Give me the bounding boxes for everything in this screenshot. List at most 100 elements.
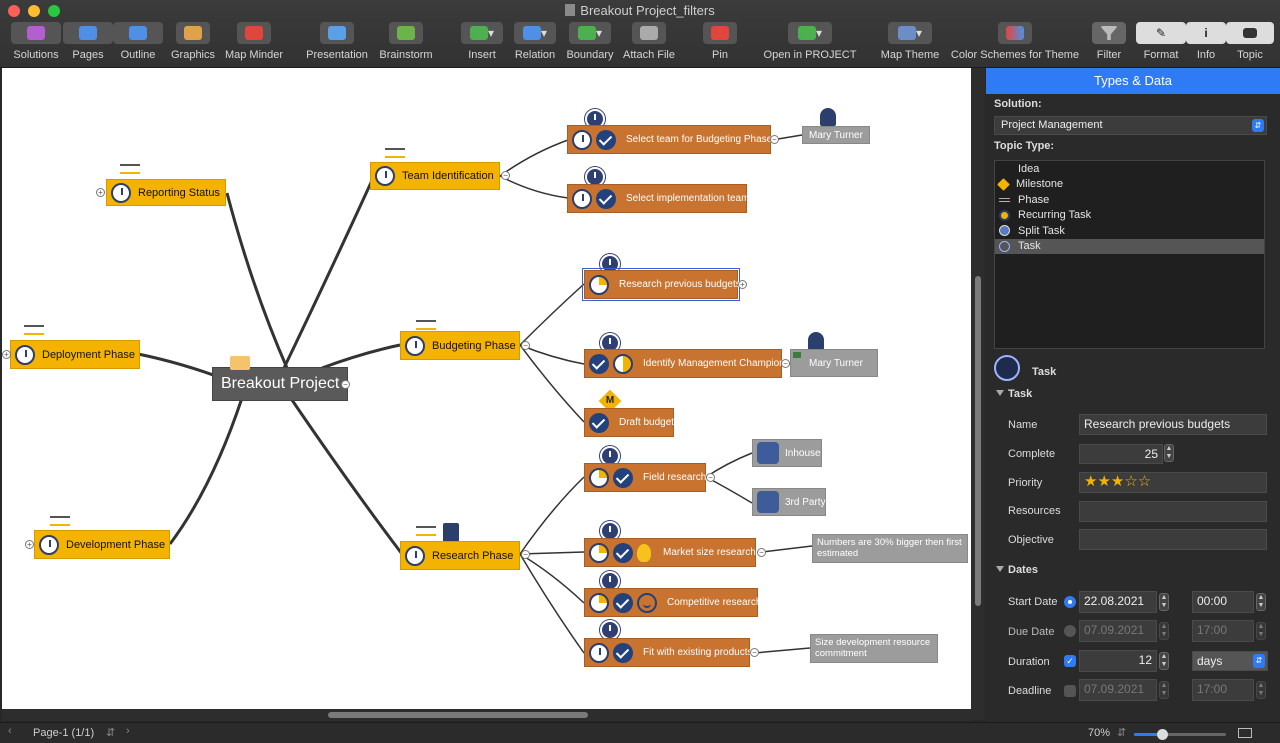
topic-type-task[interactable]: Task — [995, 238, 1264, 254]
deadline-time-stepper[interactable]: ▲▼ — [1256, 681, 1266, 699]
toolbar-format[interactable]: ✎Format — [1135, 22, 1187, 66]
collapse-budgeting-button[interactable]: − — [521, 341, 530, 350]
toolbar-pin[interactable]: Pin — [702, 22, 738, 66]
expand-research-prev-button[interactable]: + — [738, 280, 747, 289]
toolbar-boundary[interactable]: ▾Boundary — [564, 22, 616, 66]
horizontal-scrollbar[interactable] — [2, 709, 971, 721]
collapse-market-size-button[interactable]: − — [757, 548, 766, 557]
zoom-stepper-icon[interactable]: ⇵ — [1117, 727, 1127, 739]
toolbar-brainstorm[interactable]: Brainstorm — [376, 22, 436, 66]
objective-field[interactable] — [1079, 529, 1267, 550]
note-market-size[interactable]: Numbers are 30% bigger then first estima… — [812, 534, 968, 563]
deadline-date-field[interactable]: 07.09.2021 — [1079, 679, 1157, 701]
complete-field[interactable]: 25 — [1079, 444, 1163, 464]
task-section-header[interactable]: Task — [996, 388, 1032, 400]
collapse-research-button[interactable]: − — [521, 550, 530, 559]
due-date-radio[interactable] — [1064, 625, 1076, 637]
start-date-field[interactable]: 22.08.2021 — [1079, 591, 1157, 613]
page-stepper-icon[interactable]: ⇵ — [106, 727, 116, 739]
task-select-implementation-team[interactable]: Select implementation team — [567, 184, 749, 213]
toolbar-insert[interactable]: ▾Insert — [460, 22, 504, 66]
topic-type-phase[interactable]: Phase — [995, 192, 1264, 208]
collapse-budget-team-button[interactable]: − — [770, 135, 779, 144]
duration-checkbox[interactable]: ✓ — [1064, 655, 1076, 667]
vertical-scrollbar[interactable] — [971, 68, 985, 720]
toolbar-pages[interactable]: Pages — [62, 22, 114, 66]
start-date-stepper[interactable]: ▲▼ — [1159, 593, 1169, 611]
topic-research-phase[interactable]: Research Phase — [400, 541, 520, 570]
toolbar-map-theme[interactable]: ▾Map Theme — [878, 22, 942, 66]
close-window-button[interactable] — [8, 5, 20, 17]
task-field-research[interactable]: Field research — [584, 463, 706, 492]
topic-type-idea[interactable]: Idea — [995, 161, 1264, 177]
zoom-fit-icon[interactable] — [1238, 728, 1252, 738]
duration-unit-select[interactable]: days⇵ — [1192, 651, 1268, 671]
deadline-time-field[interactable]: 17:00 — [1192, 679, 1254, 701]
topic-reporting-status[interactable]: Reporting Status — [106, 179, 226, 206]
dates-section-header[interactable]: Dates — [996, 564, 1038, 576]
resource-mary-turner[interactable]: Mary Turner — [802, 126, 870, 144]
horizontal-scroll-thumb[interactable] — [328, 712, 588, 718]
priority-rating[interactable]: ★★★☆☆ — [1079, 472, 1267, 493]
prev-page-icon[interactable]: ‹ — [8, 725, 12, 737]
collapse-champion-button[interactable]: − — [781, 359, 790, 368]
toolbar-graphics[interactable]: Graphics — [168, 22, 218, 66]
task-identify-champion[interactable]: Identify Management Champion — [584, 349, 785, 378]
solution-select[interactable]: Project Management⇵ — [994, 116, 1267, 135]
toolbar-color-schemes[interactable]: Color Schemes for Theme — [946, 22, 1084, 66]
task-market-size-research[interactable]: Market size research — [584, 538, 756, 567]
task-research-previous-budgets[interactable]: Research previous budgets — [582, 268, 741, 301]
due-date-field[interactable]: 07.09.2021 — [1079, 620, 1157, 642]
topic-development-phase[interactable]: Development Phase — [34, 530, 170, 559]
minimize-window-button[interactable] — [28, 5, 40, 17]
resource-mary-turner-2[interactable]: Mary Turner — [790, 349, 878, 377]
toolbar-relation[interactable]: ▾Relation — [512, 22, 558, 66]
deadline-date-stepper[interactable]: ▲▼ — [1159, 681, 1169, 699]
resources-field[interactable] — [1079, 501, 1267, 522]
deadline-checkbox[interactable] — [1064, 685, 1076, 697]
due-time-stepper[interactable]: ▲▼ — [1256, 622, 1266, 640]
vertical-scroll-thumb[interactable] — [975, 276, 981, 606]
topic-budgeting-phase[interactable]: Budgeting Phase — [400, 331, 520, 360]
collapse-field-research-button[interactable]: − — [706, 473, 715, 482]
task-competitive-research[interactable]: Competitive research — [584, 588, 761, 617]
due-date-stepper[interactable]: ▲▼ — [1159, 622, 1169, 640]
task-fit-existing-products[interactable]: Fit with existing products — [584, 638, 753, 667]
expand-deployment-button[interactable]: + — [2, 350, 11, 359]
task-draft-budget[interactable]: Draft budget — [584, 408, 674, 437]
expand-development-button[interactable]: + — [25, 540, 34, 549]
topic-type-list[interactable]: Idea Milestone Phase Recurring Task Spli… — [994, 160, 1265, 349]
start-date-radio[interactable] — [1064, 596, 1076, 608]
zoom-slider[interactable] — [1134, 729, 1226, 740]
subtopic-inhouse[interactable]: Inhouse — [752, 439, 822, 467]
topic-team-identification[interactable]: Team Identification — [370, 162, 500, 190]
complete-stepper[interactable]: ▲▼ — [1164, 444, 1174, 462]
start-time-field[interactable]: 00:00 — [1192, 591, 1254, 613]
name-field[interactable]: Research previous budgets — [1079, 414, 1267, 435]
expand-reporting-button[interactable]: + — [96, 188, 105, 197]
mind-map-canvas[interactable]: Breakout Project − Reporting Status + De… — [2, 68, 971, 709]
toolbar-outline[interactable]: Outline — [112, 22, 164, 66]
start-time-stepper[interactable]: ▲▼ — [1256, 593, 1266, 611]
task-select-budget-team[interactable]: Select team for Budgeting Phase — [567, 125, 772, 154]
toolbar-topic[interactable]: Topic — [1226, 22, 1274, 66]
toolbar-open-in-project[interactable]: ▾Open in PROJECT — [762, 22, 858, 66]
toolbar-presentation[interactable]: Presentation — [303, 22, 371, 66]
topic-type-recurring-task[interactable]: Recurring Task — [995, 208, 1264, 224]
topic-type-milestone[interactable]: Milestone — [995, 177, 1264, 193]
note-fit-products[interactable]: Size development resource commitment — [810, 634, 938, 663]
next-page-icon[interactable]: › — [126, 725, 130, 737]
central-topic[interactable]: Breakout Project — [212, 367, 349, 401]
collapse-team-button[interactable]: − — [501, 171, 510, 180]
duration-field[interactable]: 12 — [1079, 650, 1157, 672]
zoom-slider-knob[interactable] — [1156, 729, 1168, 740]
toolbar-solutions[interactable]: Solutions — [10, 22, 62, 66]
topic-deployment-phase[interactable]: Deployment Phase — [10, 340, 140, 369]
topic-type-split-task[interactable]: Split Task — [995, 223, 1264, 239]
collapse-central-button[interactable]: − — [341, 380, 350, 389]
collapse-fit-products-button[interactable]: − — [750, 648, 759, 657]
toolbar-attach-file[interactable]: Attach File — [620, 22, 678, 66]
due-time-field[interactable]: 17:00 — [1192, 620, 1254, 642]
toolbar-map-minder[interactable]: Map Minder — [222, 22, 286, 66]
